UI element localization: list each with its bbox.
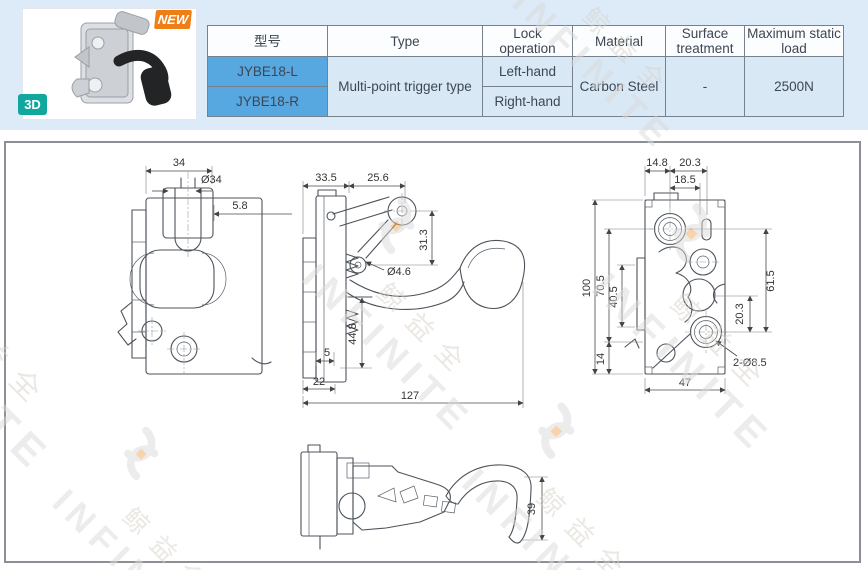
lock-left-value: Left-hand [482, 56, 573, 88]
type-value: Multi-point trigger type [327, 56, 483, 118]
header-model: 型号 [207, 24, 328, 58]
handle-grip [140, 66, 172, 106]
header-material: Material [572, 24, 666, 58]
view-3d-badge[interactable]: 3D [18, 94, 47, 115]
header-type: Type [327, 24, 483, 58]
load-value: 2500N [744, 56, 844, 118]
new-badge: NEW [154, 10, 192, 29]
model-jybe18-r: JYBE18-R [207, 86, 328, 118]
material-value: Carbon Steel [572, 56, 666, 118]
view-3d-label: 3D [24, 97, 41, 112]
drawing-frame [4, 141, 861, 563]
header-lock-operation: Lock operation [482, 24, 573, 58]
table-header-row: 型号 Type Lock operation Material Surface … [207, 24, 844, 58]
spec-table-container: 型号 Type Lock operation Material Surface … [207, 24, 844, 118]
new-badge-label: NEW [157, 12, 189, 27]
header-surface-treatment: Surface treatment [665, 24, 745, 58]
table-row-right-hand: JYBE18-R Right-hand [207, 86, 844, 118]
header-max-static-load: Maximum static load [744, 24, 844, 58]
table-row-left-hand: JYBE18-L Multi-point trigger type Left-h… [207, 56, 844, 118]
model-jybe18-l: JYBE18-L [207, 56, 328, 88]
product-photo-art [71, 11, 172, 106]
header-band: NEW 3D 型号 Type Lock operation Material S… [0, 0, 868, 130]
spec-table: 型号 Type Lock operation Material Surface … [207, 24, 844, 118]
lock-right-value: Right-hand [482, 86, 573, 118]
surface-value: - [665, 56, 745, 118]
